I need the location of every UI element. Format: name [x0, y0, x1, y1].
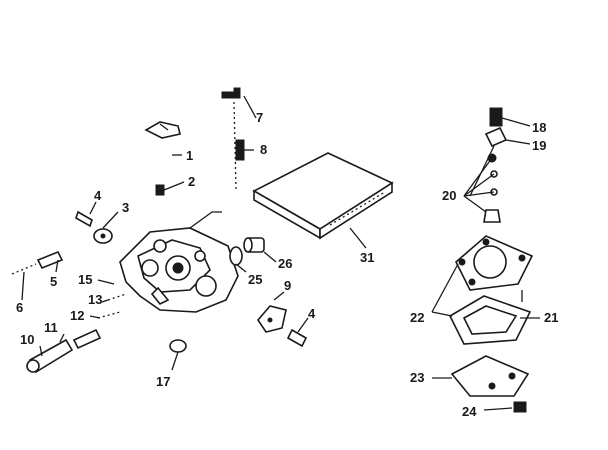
lever-1 [144, 121, 181, 139]
callout-12: 12 [70, 308, 84, 323]
callout-4b: 4 [308, 306, 316, 321]
callout-17: 17 [156, 374, 170, 389]
screw-4a [75, 210, 93, 228]
diaphragm-plate-22 [455, 235, 534, 291]
callout-18: 18 [532, 120, 546, 135]
needle-10 [26, 338, 74, 374]
callout-3: 3 [122, 200, 129, 215]
callout-31: 31 [360, 250, 374, 265]
callout-7: 7 [256, 110, 263, 125]
screw-2 [155, 184, 165, 196]
callout-10: 10 [20, 332, 34, 347]
callout-4a: 4 [94, 188, 102, 203]
callout-24: 24 [462, 404, 477, 419]
callout-9: 9 [284, 278, 291, 293]
callout-19: 19 [532, 138, 546, 153]
needle-5 [36, 250, 64, 270]
cap-19 [484, 126, 508, 148]
gasket-25 [229, 246, 243, 266]
carburetor-body [119, 211, 239, 313]
callout-22: 22 [410, 310, 424, 325]
gasket-21 [448, 290, 532, 345]
plug-17 [169, 339, 187, 353]
callout-26: 26 [278, 256, 292, 271]
fitting-26 [243, 237, 265, 253]
screw-24 [513, 401, 527, 413]
spring-18 [489, 107, 503, 127]
spring-8 [235, 139, 245, 161]
pump-cover-23 [450, 355, 530, 397]
spring-6 [11, 263, 37, 275]
callout-21: 21 [544, 310, 558, 325]
callout-20: 20 [442, 188, 456, 203]
screw-4b [286, 328, 308, 348]
callout-13: 13 [88, 292, 102, 307]
washer-3 [93, 228, 113, 244]
seal-12 [97, 311, 121, 319]
plate-9 [256, 305, 287, 333]
throttle-shaft-7 [221, 87, 241, 191]
air-filter-31 [252, 152, 394, 240]
leader-lines [21, 95, 540, 411]
callout-8: 8 [260, 142, 267, 157]
callout-25: 25 [248, 272, 262, 287]
callout-23: 23 [410, 370, 424, 385]
callout-2: 2 [188, 174, 195, 189]
callout-15: 15 [78, 272, 92, 287]
washer-13 [107, 293, 127, 301]
callout-11: 11 [44, 320, 58, 335]
callout-1: 1 [186, 148, 193, 163]
callout-5: 5 [50, 274, 57, 289]
callout-6: 6 [16, 300, 23, 315]
spring-11 [72, 328, 102, 350]
